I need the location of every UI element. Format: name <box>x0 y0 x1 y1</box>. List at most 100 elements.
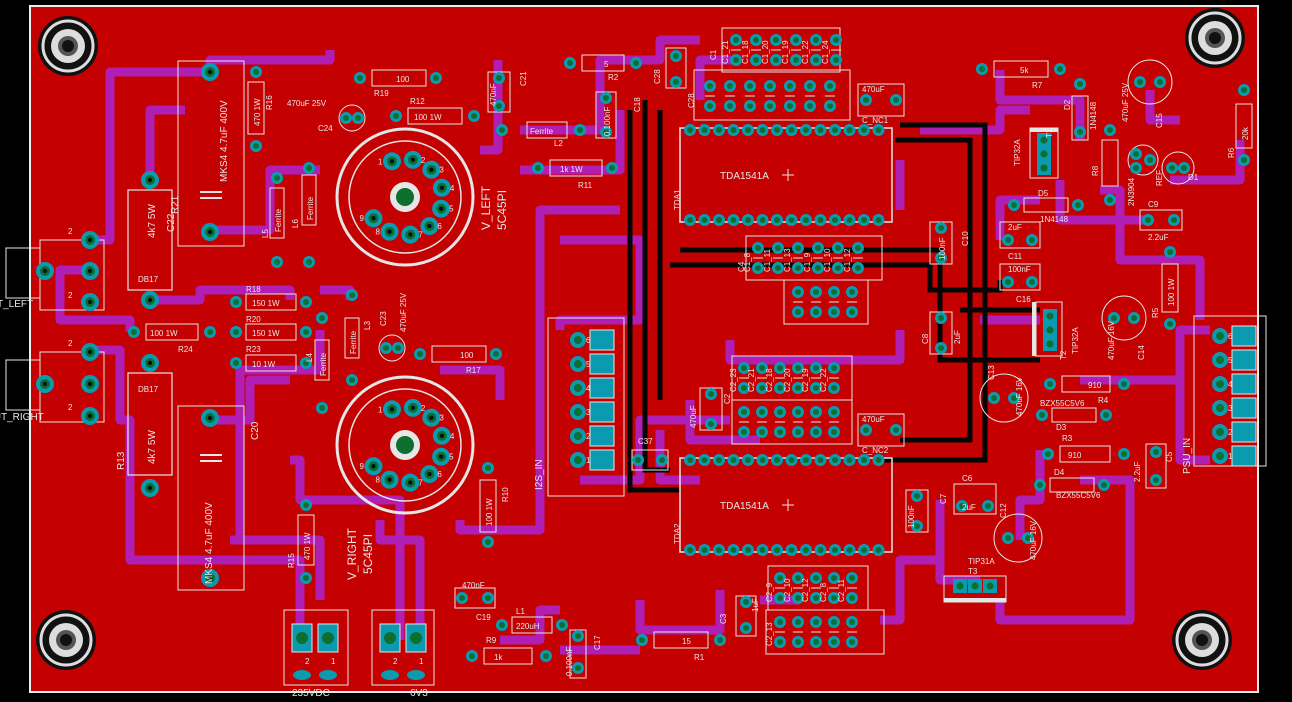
c21-value: 470nF <box>489 83 498 106</box>
c17-value: 0.100nF <box>565 647 574 676</box>
v-right-pin-6 <box>420 465 439 484</box>
r17-value: 100 <box>460 351 474 360</box>
tda2-part: TDA1541A <box>720 501 769 512</box>
l2-value: Ferrite <box>530 127 554 136</box>
c1-low-cap-label: C1_13 <box>783 248 792 272</box>
c-nc1-ref: C_NC1 <box>862 116 889 125</box>
c14-value: 470uF 16V <box>1107 320 1116 360</box>
ferrite-l6: Ferrite L6 <box>291 162 317 268</box>
tda1-pin-bottom <box>800 214 812 226</box>
tda2-pin-top <box>684 454 696 466</box>
tda1-pin-top <box>742 124 754 136</box>
terminal-235vdc: 2 1 235VDC <box>283 609 349 699</box>
i2s-pin-4 <box>589 377 615 399</box>
v-right-pin-label: 4 <box>450 432 455 441</box>
c20-label: C20 <box>250 421 261 440</box>
r6-ref: R6 <box>1227 147 1236 158</box>
c2-top-cap-pad <box>810 426 822 438</box>
tda2-pin-bottom <box>814 544 827 556</box>
r4-ref: R4 <box>1098 396 1109 405</box>
c1-low-cap-label: C1_12 <box>843 248 852 272</box>
c14-ref: C14 <box>1137 345 1146 360</box>
capacitor-c13: 470uF 16V C13 <box>979 365 1029 423</box>
tda1-pin-top <box>829 124 841 136</box>
capacitor-c9: 2.2uF C9 <box>1139 200 1183 242</box>
tda1-pin-top <box>771 124 783 136</box>
capacitor-c18: 0.100nF C18 <box>595 91 642 139</box>
tda2-pin-bottom <box>742 544 754 556</box>
r19-value: 100 <box>396 75 410 84</box>
c1-mid-cap-pad <box>824 80 836 92</box>
c23-ref: C23 <box>379 311 388 326</box>
c1-low-cap-pad <box>852 242 864 254</box>
resistor-r5b: 100 1W R5 <box>1151 246 1179 330</box>
tda1-pin-top <box>698 124 711 136</box>
l4-value: Ferrite <box>319 352 328 376</box>
c2-low-cap-label: C2_8 <box>819 582 828 602</box>
tda2-pin-top <box>713 454 725 466</box>
mounting-hole-bottom-right <box>1170 608 1234 672</box>
resistor-r13: 4k7 5W R13 DB17 <box>116 354 173 497</box>
c2-value: 470uF <box>689 405 698 428</box>
out-right-pin-2a: 2 <box>68 339 73 348</box>
psu-pin-label: 2 <box>1228 428 1233 437</box>
c2-top-cap-pad <box>810 406 822 418</box>
v-right-pin-2 <box>403 398 422 417</box>
tda2-pin-bottom <box>829 544 841 556</box>
c1-low2-cap-pad <box>810 286 822 298</box>
capacitor-c7: 100nF C7 <box>905 489 948 533</box>
tda2-pin-bottom <box>785 544 798 556</box>
tda2-pin-top <box>843 454 856 466</box>
psu-pin-label: 4 <box>1228 380 1233 389</box>
c9-value: 2.2uF <box>1148 233 1169 242</box>
r8-ref: R8 <box>1091 165 1100 176</box>
i2s-pin-label: 4 <box>586 384 591 393</box>
c24-ref: C24 <box>318 124 333 133</box>
r12-ref: R12 <box>410 97 425 106</box>
tda1-pin-bottom <box>727 214 740 226</box>
tda2-pin-bottom <box>727 544 740 556</box>
r18-ref: R18 <box>246 285 261 294</box>
resistor-r4: 910 R4 <box>1044 375 1130 405</box>
r12-value: 100 1W <box>414 113 442 122</box>
c1-low-cap-pad <box>792 242 804 254</box>
t2-ref: T2 <box>1059 350 1068 360</box>
c-nc2-ref: C_NC2 <box>862 446 889 455</box>
tda2-pin-top <box>698 454 711 466</box>
c8-value: 2uF <box>953 330 962 344</box>
inductor-l2: Ferrite L2 <box>496 121 586 148</box>
c2-ref: C2 <box>723 393 732 404</box>
r13-ref: R13 <box>116 451 127 470</box>
resistor-r6: 20k R6 <box>1227 84 1253 166</box>
transistor-t1: TIP32A T1 <box>1013 127 1059 179</box>
tda1-pin-top <box>785 124 798 136</box>
ref-label: REF <box>1155 170 1164 186</box>
tda1-pin-top <box>713 124 725 136</box>
v-left-pin-label: 8 <box>376 228 381 237</box>
r16-ref: R16 <box>265 95 274 110</box>
tda1-pin-top <box>858 124 870 136</box>
capacitor-c17: 0.100nF C17 <box>565 629 602 679</box>
l5-ref: L5 <box>261 229 270 238</box>
c2-low-cap-pad <box>774 616 786 628</box>
c1-low2-cap-pad <box>846 306 858 318</box>
resistor-r19: 100 R19 <box>354 69 442 98</box>
c2-top-cap-pad <box>774 406 786 418</box>
l2-ref: L2 <box>554 139 563 148</box>
c1-mid-cap-pad <box>744 100 756 112</box>
c2-top-cap-pad <box>756 406 768 418</box>
i2s-pin-label: 2 <box>586 432 591 441</box>
capacitor-c37: C37 <box>631 437 669 471</box>
c2-top-cap-label: C2_23 <box>729 368 738 392</box>
mounting-hole-top-right <box>1183 6 1247 70</box>
d5-value: 1N4148 <box>1040 215 1069 224</box>
tda2-pin-top <box>756 454 769 466</box>
capacitor-c11: 2uF C11 <box>999 221 1041 261</box>
capacitor-c10: 100nF C10 <box>929 221 970 265</box>
capacitor-c2-small: 470uF C2 <box>689 387 732 431</box>
c18-value: 0.100nF <box>603 107 612 136</box>
c26-ref: C28 <box>687 93 696 108</box>
